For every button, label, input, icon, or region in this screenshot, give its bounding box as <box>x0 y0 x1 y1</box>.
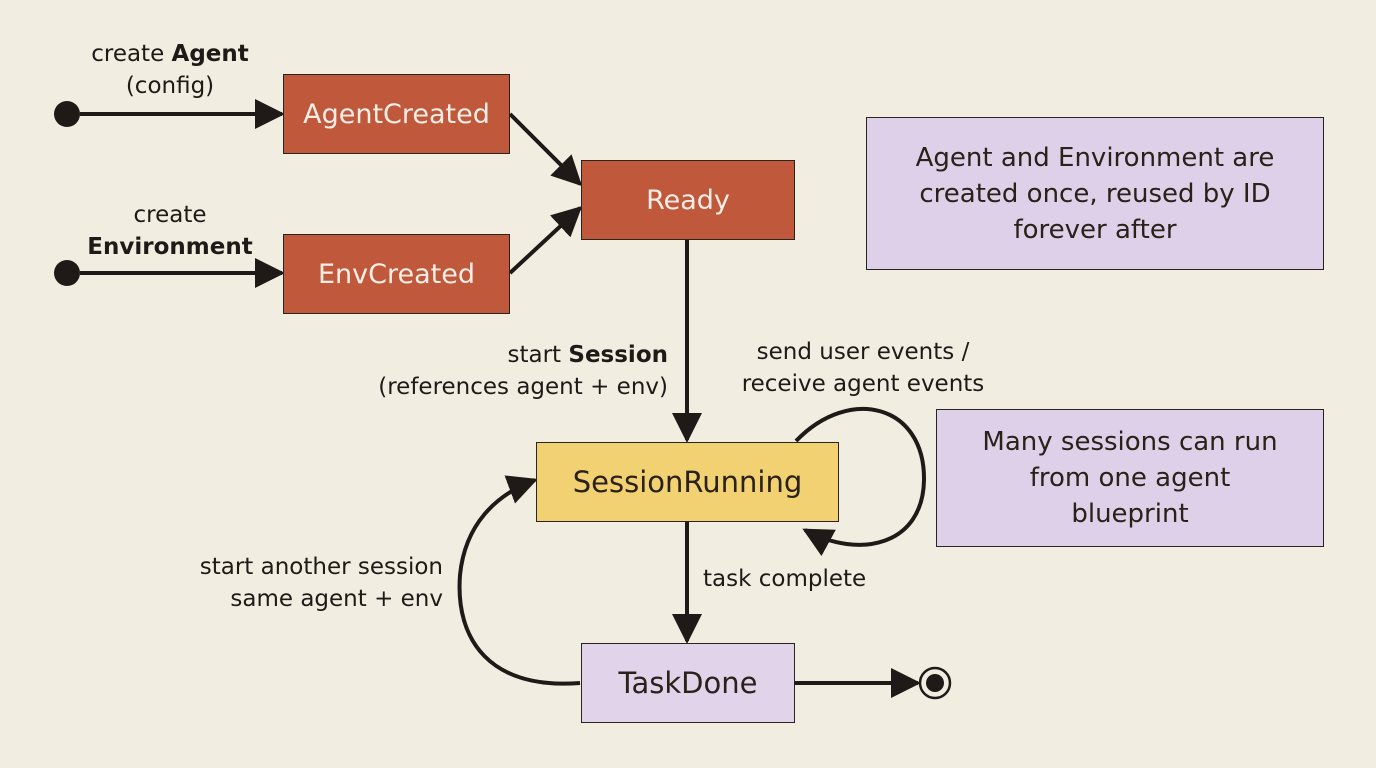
label-create-environment: create Environment <box>87 202 253 260</box>
state-agent-created: AgentCreated <box>283 74 510 154</box>
label-start-session: start Session (references agent + env) <box>378 342 668 400</box>
label-restart-session: start another session same agent + env <box>199 554 443 612</box>
arrow-restart-session <box>457 475 581 686</box>
final-state-core <box>926 674 944 692</box>
state-task-done: TaskDone <box>581 643 795 723</box>
state-session-running-label: SessionRunning <box>572 465 803 499</box>
note-blueprint-text: Many sessions can run from one agent blu… <box>982 427 1278 529</box>
label-task-complete: task complete <box>703 566 867 592</box>
arrow-env-to-ready <box>508 205 583 275</box>
state-task-done-label: TaskDone <box>618 666 758 700</box>
state-session-running: SessionRunning <box>536 442 839 522</box>
state-ready-label: Ready <box>646 184 730 216</box>
initial-state-env <box>54 260 80 286</box>
initial-state-agent <box>54 101 80 127</box>
note-blueprint: Many sessions can run from one agent blu… <box>936 409 1324 547</box>
label-create-agent: create Agent (config) <box>91 41 249 99</box>
state-agent-created-label: AgentCreated <box>303 98 490 130</box>
state-env-created: EnvCreated <box>283 234 510 314</box>
label-session-loop: send user events / receive agent events <box>741 339 985 397</box>
arrow-agent-to-ready <box>508 112 583 187</box>
note-reuse-text: Agent and Environment are created once, … <box>915 142 1275 245</box>
arrow-session-loop <box>794 406 927 557</box>
state-env-created-label: EnvCreated <box>317 258 475 290</box>
state-ready: Ready <box>581 160 795 240</box>
note-reuse: Agent and Environment are created once, … <box>866 117 1324 270</box>
